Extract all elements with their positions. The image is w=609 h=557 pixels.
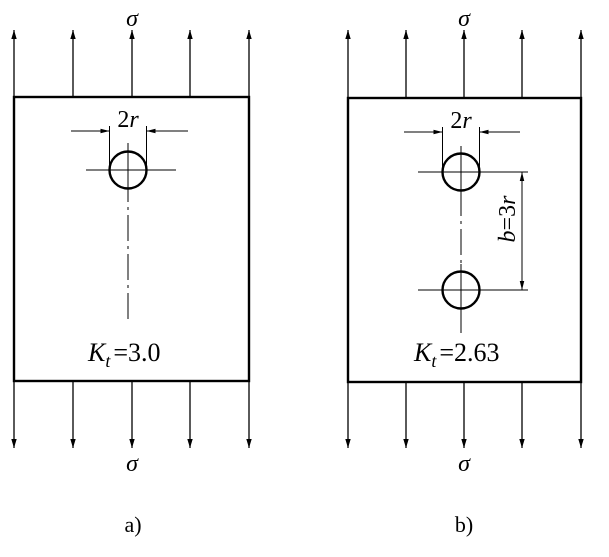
dim-2r-b: 2r bbox=[404, 108, 520, 172]
dim-label-b-3r: b=3r bbox=[495, 195, 521, 243]
kt-label-b: Kt=2.63 bbox=[413, 338, 500, 371]
hole-circle bbox=[441, 270, 481, 310]
panel-b: σ 2r bbox=[345, 6, 584, 537]
hole-a bbox=[86, 143, 176, 196]
tension-arrows-top-b bbox=[345, 30, 584, 98]
tension-arrows-bottom-a bbox=[11, 381, 252, 448]
dim-label-2r: 2r bbox=[450, 108, 472, 134]
tension-arrows-bottom-b bbox=[345, 382, 584, 448]
caption-b: b) bbox=[455, 512, 473, 537]
hole-top-b bbox=[418, 146, 528, 198]
panel-a: σ 2r Kt=3.0 bbox=[11, 6, 252, 537]
tension-arrows-top-a bbox=[11, 30, 252, 97]
stress-label-bottom-b: σ bbox=[458, 451, 471, 477]
dim-label-2r: 2r bbox=[117, 107, 139, 133]
caption-a: a) bbox=[124, 512, 141, 537]
stress-label-top-b: σ bbox=[458, 6, 471, 32]
stress-label-bottom-a: σ bbox=[126, 451, 139, 477]
stress-label-top-a: σ bbox=[126, 6, 139, 32]
hole-bottom-b bbox=[418, 264, 528, 316]
dim-spacing-b: b=3r bbox=[495, 172, 525, 290]
kt-label-a: Kt=3.0 bbox=[87, 338, 161, 371]
dim-2r-a: 2r bbox=[71, 107, 188, 170]
